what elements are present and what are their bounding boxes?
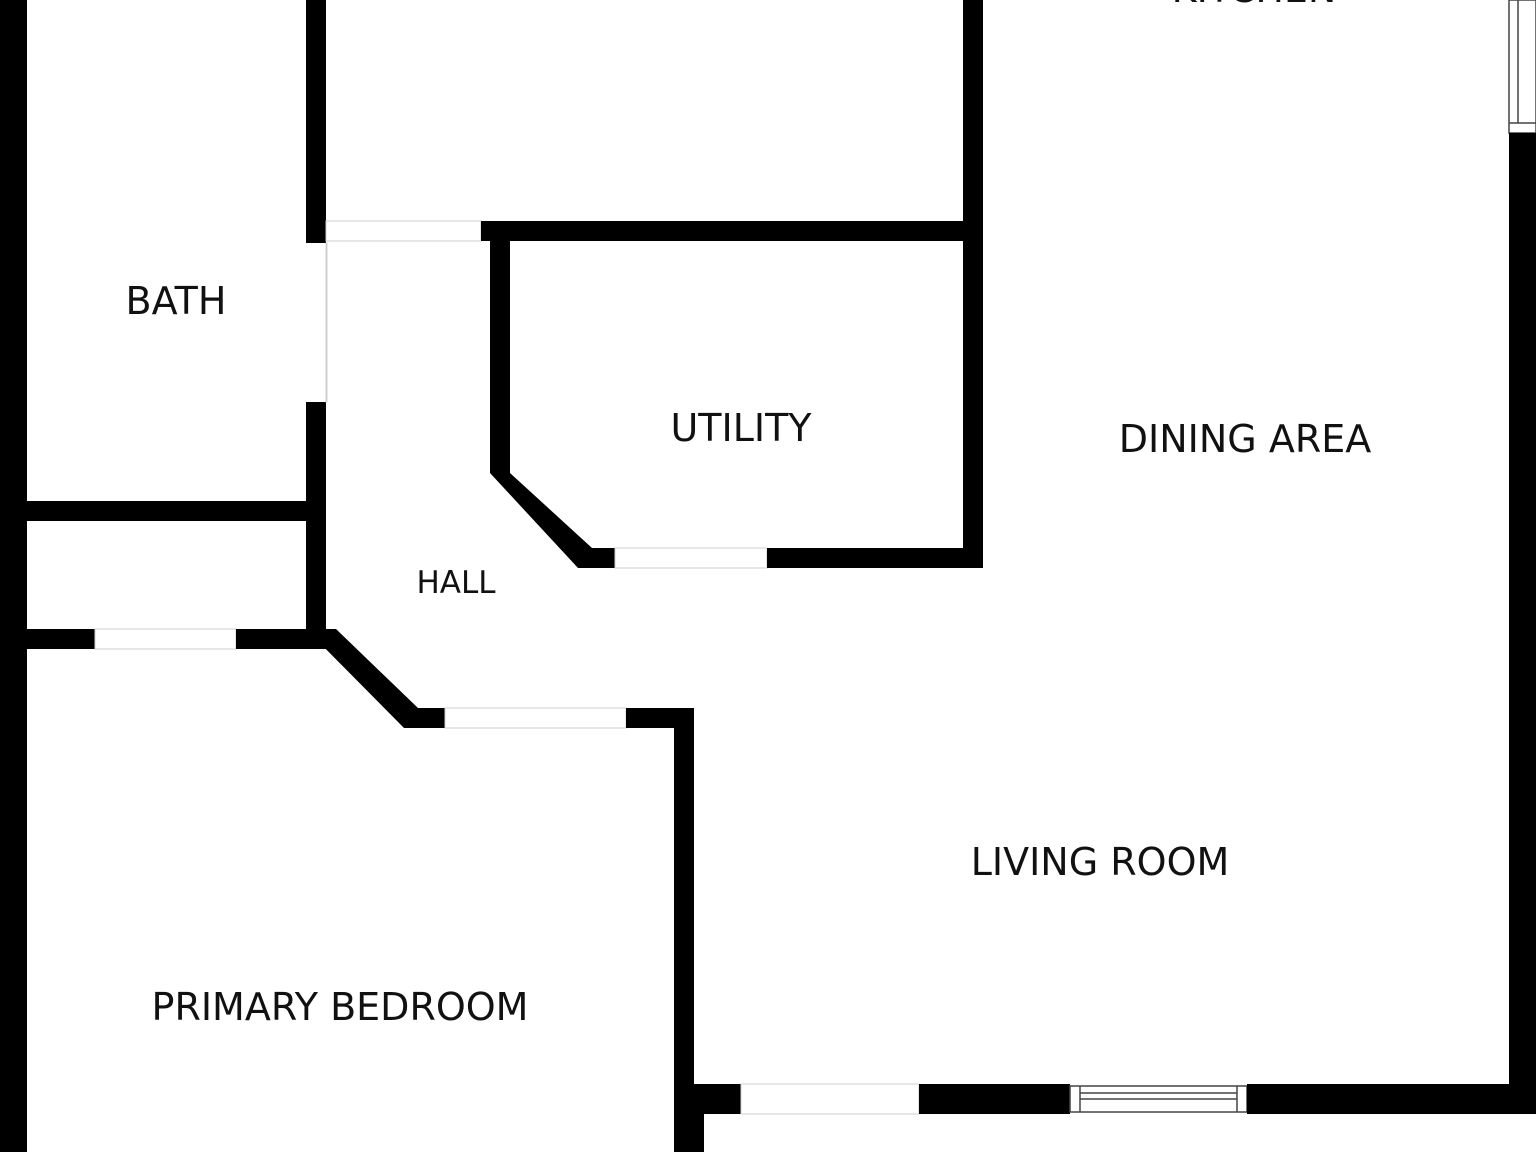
window-kitchen-right (1508, 0, 1536, 134)
wall-utility-bottom-right (767, 548, 983, 568)
room-label-bath: BATH (126, 279, 227, 323)
wall-bath-bottom (27, 501, 307, 521)
window-living-bottom (1069, 1085, 1248, 1113)
doorway-bath (325, 242, 328, 403)
doorway-front (740, 1083, 920, 1115)
wall-utility-left (490, 241, 510, 473)
wall-bedroom-top-left (404, 708, 445, 728)
wall-living-bottom-left (674, 1084, 741, 1114)
wall-utility-top (481, 221, 983, 241)
room-label-living-room: LIVING ROOM (971, 840, 1230, 884)
wall-utility-angle (490, 473, 592, 568)
wall-bedroom-living (674, 708, 694, 1152)
wall-closet-bottom-right (236, 629, 326, 649)
room-label-dining-area: DINING AREA (1119, 417, 1371, 461)
room-label-hall: HALL (416, 565, 496, 601)
doorway-closet (94, 628, 237, 650)
room-label-primary-bedroom: PRIMARY BEDROOM (152, 985, 529, 1029)
wall-outer-left (0, 0, 27, 1152)
wall-bath-hall-lower (306, 402, 326, 648)
doorway-bedroom (444, 707, 627, 729)
wall-living-bottom-right (1247, 1084, 1536, 1114)
wall-notch (674, 1114, 704, 1152)
room-label-utility: UTILITY (670, 406, 812, 450)
wall-utility-bottom-left (578, 548, 615, 568)
wall-closet-bottom-left (27, 629, 95, 649)
wall-bath-hall-upper (306, 0, 326, 243)
wall-outer-right (1509, 133, 1536, 1114)
wall-hall-angle (306, 629, 418, 728)
wall-upper-room-right (963, 0, 983, 568)
doorway-upper-room (325, 220, 482, 242)
room-label-kitchen: KITCHEN (1172, 0, 1337, 11)
wall-living-bottom-mid (919, 1084, 1070, 1114)
doorway-utility (614, 547, 768, 569)
